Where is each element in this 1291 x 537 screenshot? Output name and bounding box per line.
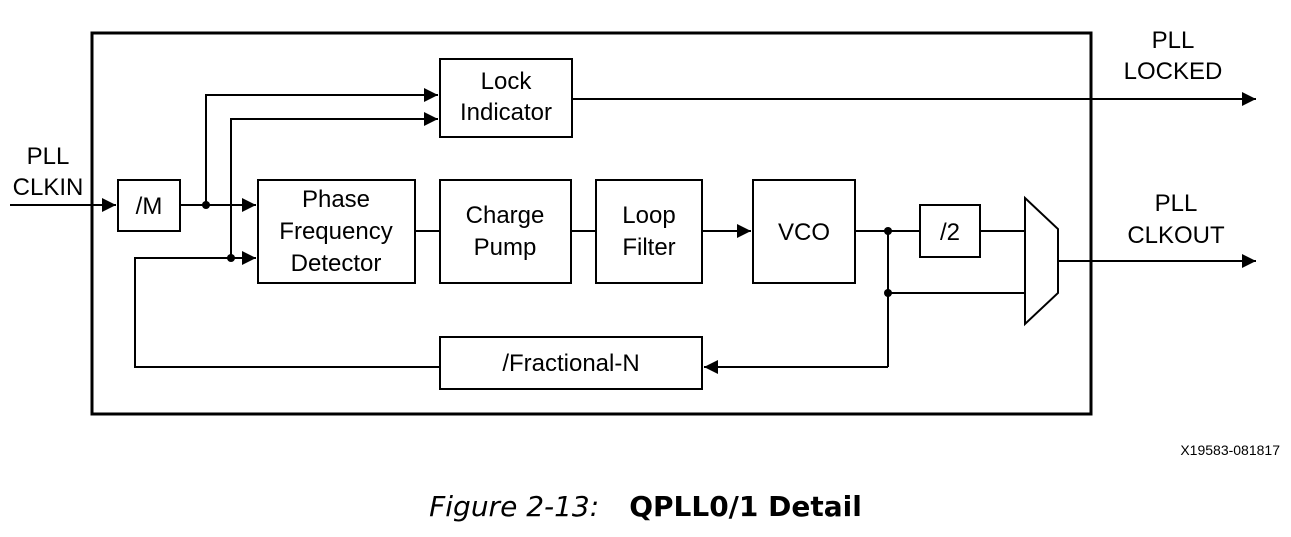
pfd-label-line2: Frequency (279, 218, 392, 245)
fracn-feedback-wire (134, 257, 440, 368)
div2-label: /2 (940, 219, 960, 246)
locked-label-line2: LOCKED (1124, 58, 1223, 85)
vco-label: VCO (778, 219, 830, 246)
figure-caption: Figure 2-13: QPLL0/1 Detail (0, 490, 1291, 523)
caption-number: Figure 2-13: (429, 490, 600, 523)
loop-filter-block (595, 179, 703, 284)
junction-dot (884, 227, 892, 235)
fractional-n-label: /Fractional-N (502, 350, 639, 377)
junction-dot (202, 201, 210, 209)
loop-filter-label-line2: Filter (622, 234, 675, 261)
clkin-label-line2: CLKIN (13, 174, 84, 201)
fb-to-lock-wire (230, 112, 438, 258)
clkout-label-line1: PLL (1155, 190, 1198, 217)
junction-dot (227, 254, 235, 262)
clkin-label-line1: PLL (27, 143, 70, 170)
caption-title: QPLL0/1 Detail (629, 490, 862, 523)
charge-pump-label-line2: Pump (474, 234, 537, 261)
ref-to-lock-wire (205, 88, 438, 205)
charge-pump-block (439, 179, 572, 284)
qpll-block-diagram: PLL CLKIN PLL LOCKED PLL CLKOUT /M Lock … (10, 27, 1280, 458)
m-divider-label: /M (136, 193, 163, 220)
pfd-label-line1: Phase (302, 186, 370, 213)
output-mux (1024, 195, 1059, 327)
lock-indicator-label-line1: Lock (481, 68, 533, 95)
locked-label-line1: PLL (1152, 27, 1195, 54)
junction-dot (884, 289, 892, 297)
figure-id: X19583-081817 (1180, 442, 1280, 458)
loop-filter-label-line1: Loop (622, 202, 675, 229)
charge-pump-label-line1: Charge (466, 202, 545, 229)
fractional-n-block (439, 336, 703, 390)
pfd-label-line3: Detector (291, 250, 382, 277)
qpll-boundary (90, 31, 1093, 416)
clkout-label-line2: CLKOUT (1127, 222, 1225, 249)
lock-indicator-label-line2: Indicator (460, 99, 552, 126)
